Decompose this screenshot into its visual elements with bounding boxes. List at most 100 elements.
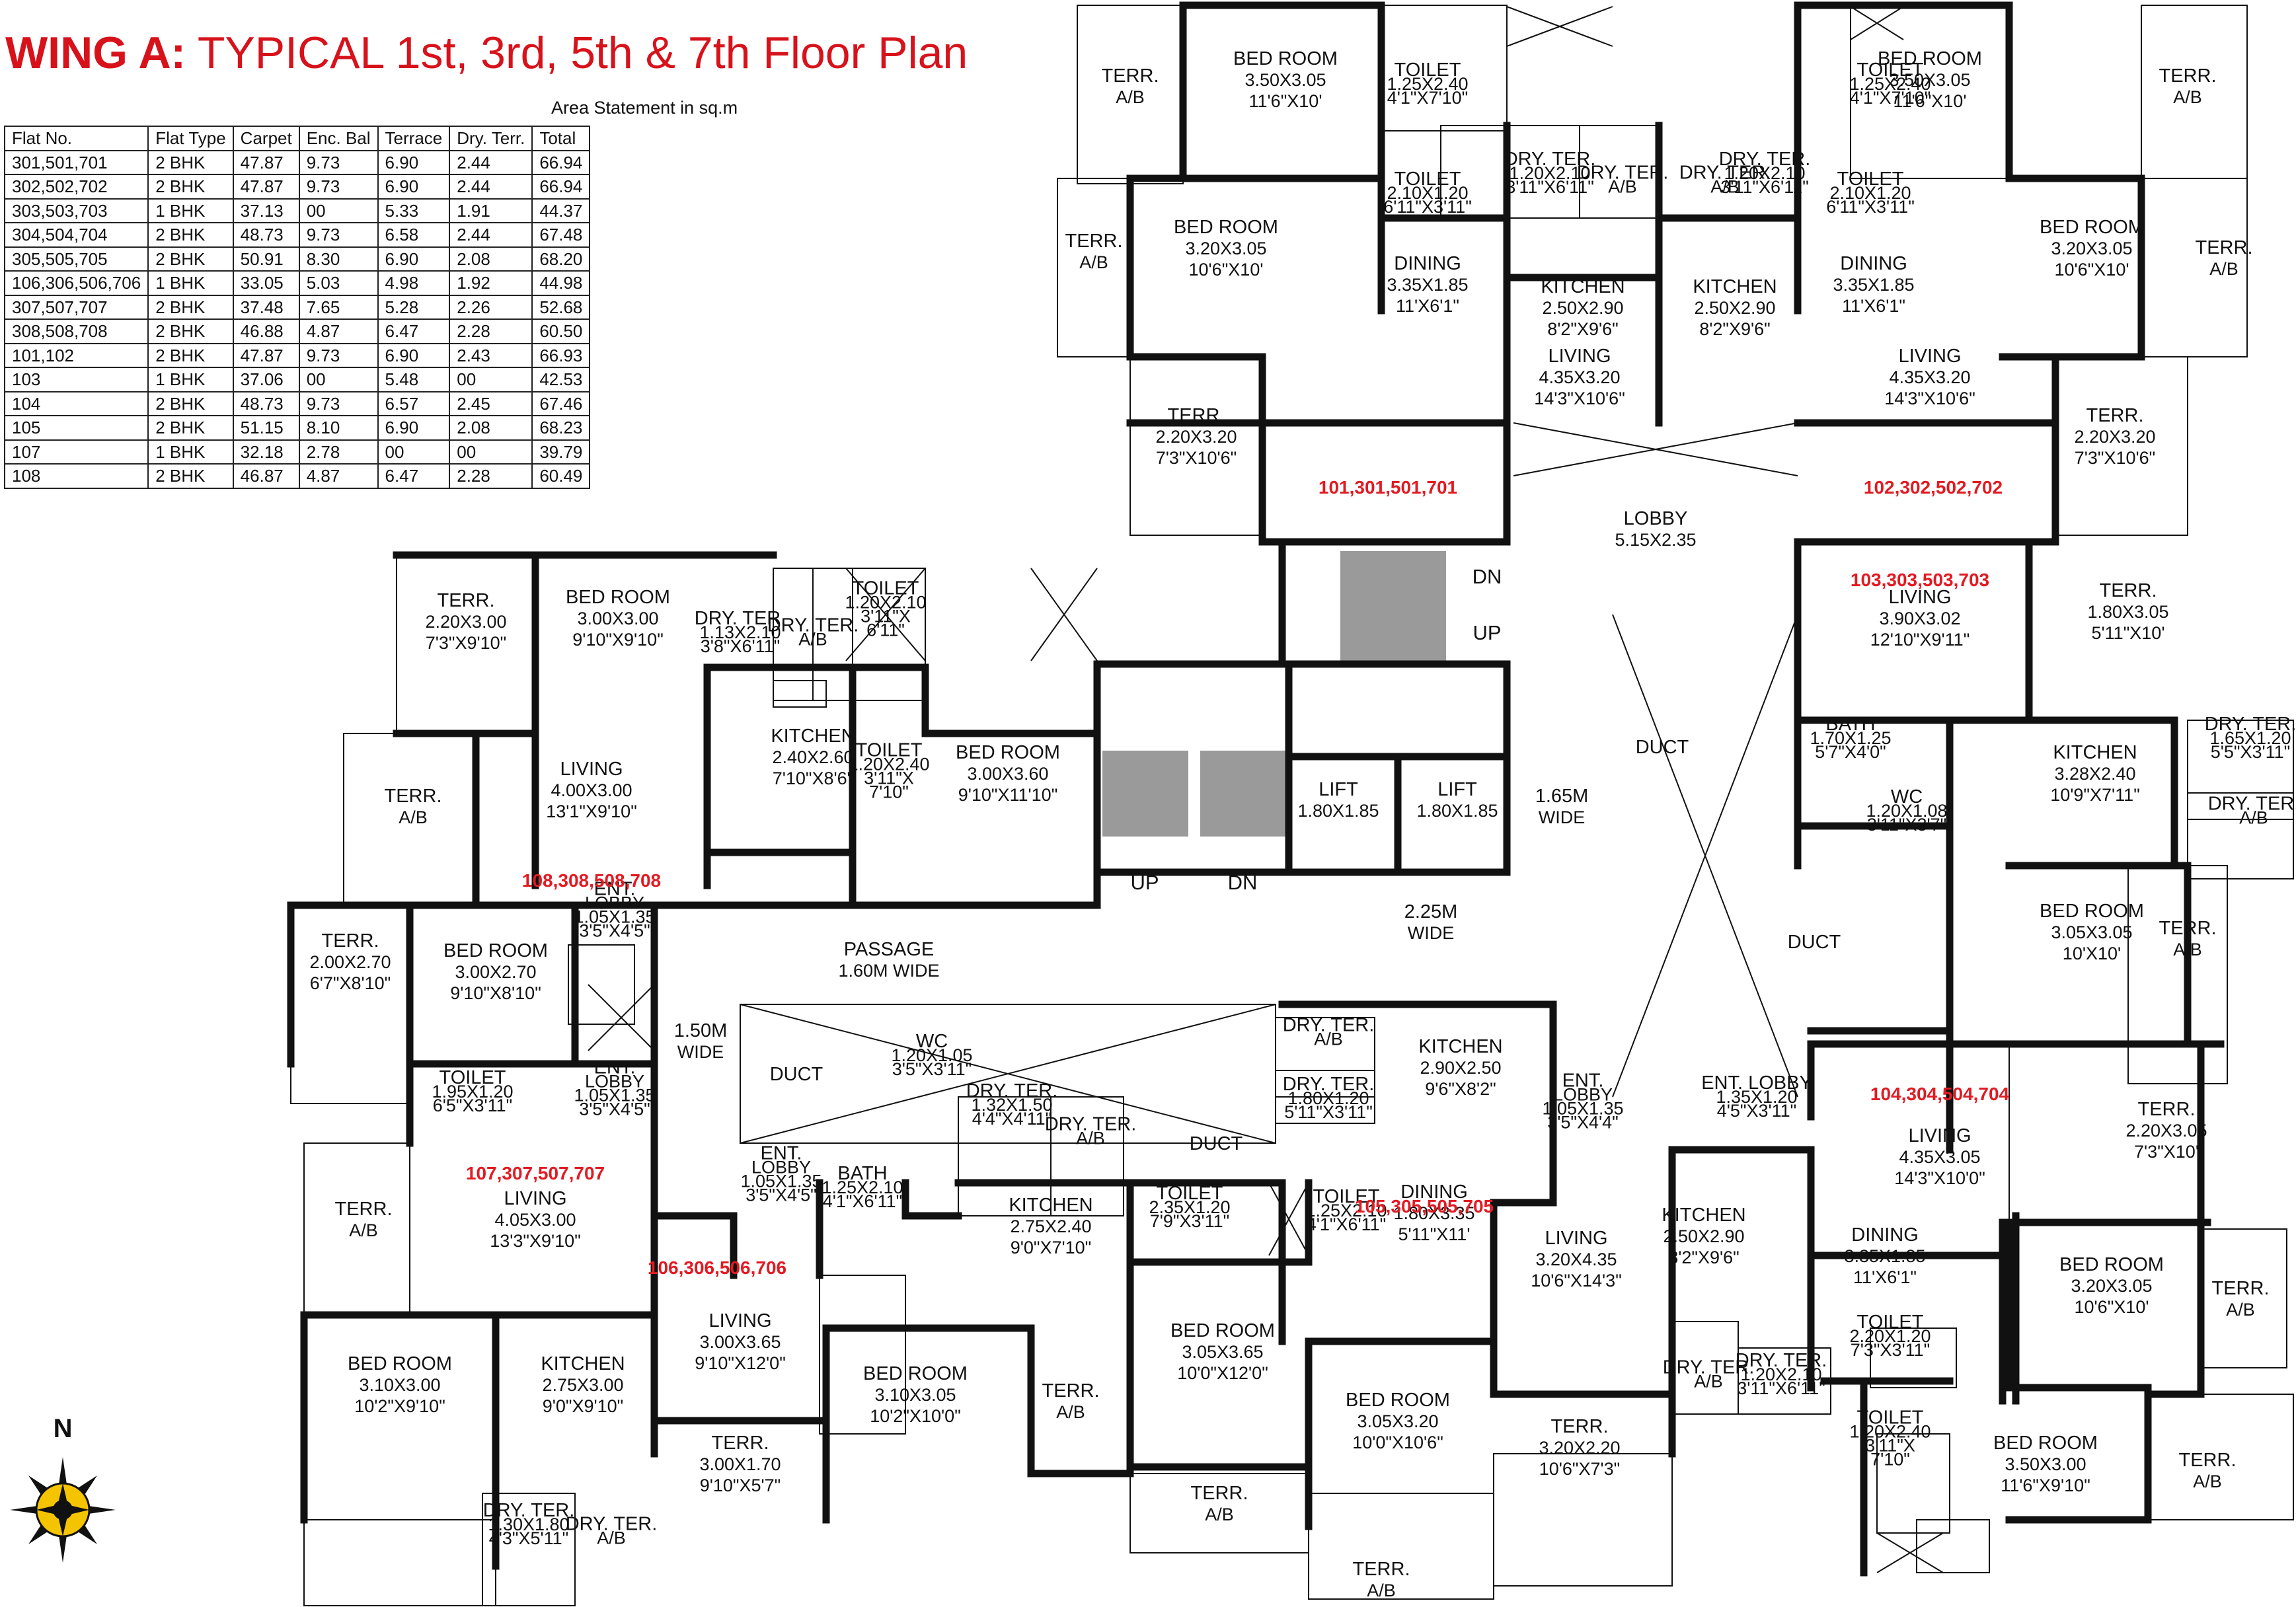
table-cell: 48.73 (232, 222, 300, 248)
area-statement-caption: Area Statement in sq.m (551, 98, 738, 118)
room-dimension: 1.20X2.40 (1849, 1422, 1931, 1442)
room-name: TOILET (440, 1067, 506, 1088)
room-label: DRY. TER.1.20X2.103'11"X6'11" (1719, 149, 1811, 197)
room-name: TERR. (1191, 1483, 1248, 1504)
room-dimension: 8'2"X9'6" (1668, 1248, 1740, 1267)
table-cell: 6.47 (377, 318, 451, 344)
room-name: BED ROOM (2040, 217, 2144, 238)
room-dimension: 10'0"X10'6" (1352, 1433, 1443, 1452)
table-cell: 104 (3, 391, 149, 416)
duct-cross-line (1506, 6, 1613, 47)
room-dimension: 10'9"X7'11" (2050, 785, 2140, 805)
column-header: Terrace (377, 126, 451, 151)
table-cell: 303,503,703 (3, 198, 149, 223)
room-label: DRY. TER.A/B (1283, 1015, 1375, 1049)
table-cell: 51.15 (232, 415, 300, 441)
column-header: Dry. Terr. (449, 126, 533, 151)
table-cell: 60.49 (531, 463, 591, 489)
room-dimension: 7'10" (869, 782, 909, 802)
room-label: TERR.2.20X3.207'3"X10'6" (2074, 405, 2155, 468)
room-dimension: A/B (1314, 1029, 1343, 1049)
column-header: Flat No. (3, 126, 149, 151)
room-dimension: 1.20X2.40 (848, 755, 929, 774)
room-dimension: LOBBY (585, 1072, 644, 1092)
room-dimension: 2.00X2.70 (309, 952, 391, 972)
light-outline (568, 944, 635, 1025)
table-cell: 107 (3, 439, 149, 465)
room-dimension: 2.75X2.40 (1010, 1216, 1091, 1236)
table-cell: 67.46 (531, 391, 591, 416)
room-name: TOILET (1857, 1312, 1924, 1333)
room-dimension: 1.80X1.85 (1297, 801, 1379, 821)
table-cell: 60.50 (531, 318, 591, 344)
table-cell: 2 BHK (147, 246, 234, 272)
plan-title: WING A: TYPICAL 1st, 3rd, 5th & 7th Floo… (5, 26, 968, 79)
room-name: 1.65M (1535, 786, 1589, 807)
room-dimension: 4'1"X7'10" (1387, 88, 1469, 108)
table-cell: 2 BHK (147, 463, 234, 489)
room-name: TERR. (1353, 1559, 1410, 1580)
room-name: LIVING (504, 1188, 566, 1209)
room-name: TERR. (1102, 65, 1159, 87)
room-dimension: 3.10X3.05 (874, 1385, 956, 1405)
duct-cross-line (1850, 6, 1904, 40)
table-cell: 2.08 (449, 415, 533, 441)
table-cell: 00 (449, 439, 533, 465)
room-label: DRY. TER.1.30X1.804'3"X5'11" (483, 1500, 575, 1548)
room-dimension: 1.05X1.35 (574, 907, 655, 927)
room-name: TERR. (1042, 1380, 1100, 1401)
room-dimension: 5'11"X10' (2092, 623, 2165, 643)
table-cell: 9.73 (298, 149, 379, 175)
room-dimension: A/B (2209, 259, 2239, 279)
table-cell: 2.44 (449, 149, 533, 175)
room-name: BED ROOM (2040, 901, 2144, 922)
table-cell: 37.13 (232, 198, 300, 223)
room-dimension: 1.20X2.10 (1509, 163, 1590, 183)
light-outline (2187, 720, 2294, 820)
room-label: TERR.A/B (2159, 65, 2217, 107)
room-dimension: A/B (1710, 177, 1740, 197)
room-dimension: A/B (2193, 1472, 2222, 1491)
room-name: BED ROOM (1346, 1390, 1450, 1411)
room-name: TOILET (1857, 59, 1924, 81)
room-dimension: 3'5"X3'11" (892, 1059, 972, 1079)
room-dimension: 9'10"X9'10" (572, 630, 664, 650)
room-name: PASSAGE (844, 939, 934, 960)
room-dimension: 3'5"X4'4" (1547, 1113, 1619, 1133)
table-cell: 37.48 (232, 294, 300, 320)
room-label: TERR.A/B (2196, 237, 2253, 279)
table-cell: 4.98 (377, 270, 451, 296)
room-dimension: 13'3"X9'10" (490, 1231, 581, 1251)
room-label: DRY. TER.1.13X2.103'8"X6'11" (695, 608, 786, 656)
room-label: DRY. TER.A/B (1045, 1114, 1137, 1148)
flat-number-label: 107,307,507,707 (466, 1163, 605, 1183)
room-label: DUCT (1190, 1133, 1243, 1154)
room-name: KITCHEN (1541, 276, 1625, 297)
room-dimension: A/B (1056, 1402, 1085, 1422)
room-label: TERR.A/B (2159, 918, 2217, 959)
room-name: ENT. (594, 1057, 636, 1078)
room-dimension: 6'11" (866, 620, 905, 640)
room-dimension: 5'11"X3'11" (1284, 1102, 1373, 1122)
stair-direction-label: UP (1473, 621, 1501, 644)
room-dimension: 1.20X2.10 (1724, 163, 1805, 183)
room-dimension: 3.00X3.00 (577, 609, 658, 628)
table-cell: 307,507,707 (3, 294, 149, 320)
room-label: DRY. TER.A/B (2208, 794, 2296, 828)
table-cell: 6.90 (377, 174, 451, 200)
room-name: DRY. TER. (1283, 1015, 1375, 1036)
column-header: Flat Type (147, 126, 234, 151)
